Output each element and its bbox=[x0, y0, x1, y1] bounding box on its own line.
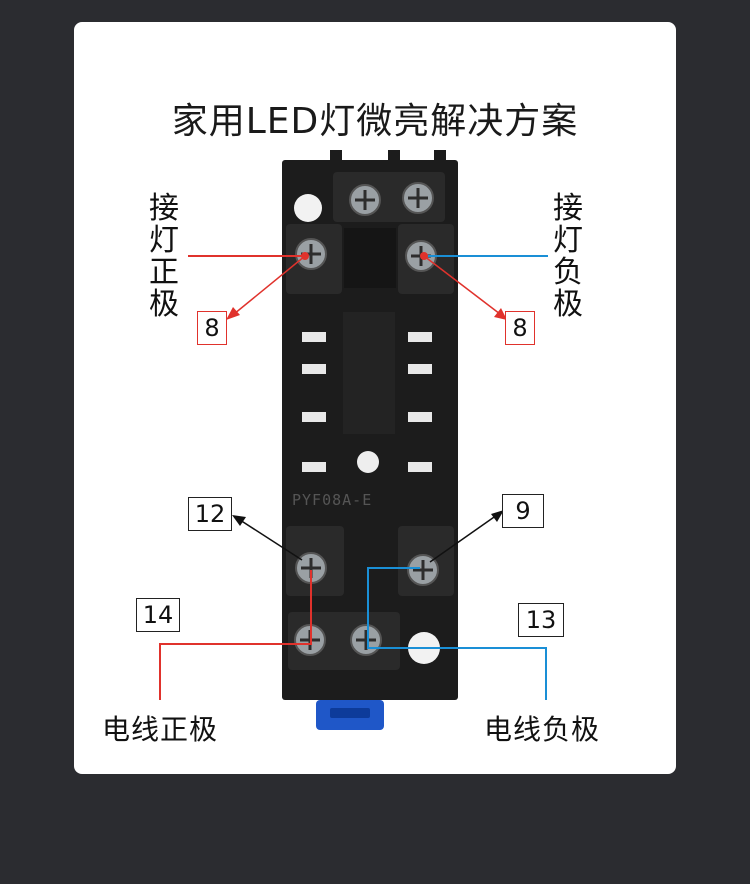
lamp-negative-label: 接灯负极 bbox=[553, 191, 583, 322]
wire-negative-line bbox=[367, 567, 547, 700]
terminal-label-8-right: 8 bbox=[505, 311, 535, 345]
lamp-positive-label: 接灯正极 bbox=[149, 191, 179, 322]
wire-negative-label: 电线负极 bbox=[484, 713, 601, 746]
lamp-negative-connector bbox=[420, 252, 548, 320]
terminal-12-pointer bbox=[232, 515, 303, 561]
terminal-label-9: 9 bbox=[502, 494, 544, 528]
wire-positive-line bbox=[159, 570, 312, 700]
terminal-label-12: 12 bbox=[188, 497, 232, 531]
terminal-label-8-left: 8 bbox=[197, 311, 227, 345]
terminal-label-13: 13 bbox=[518, 603, 564, 637]
page-title: 家用LED灯微亮解决方案 bbox=[171, 101, 579, 142]
terminal-9-pointer bbox=[429, 510, 504, 563]
terminal-label-14: 14 bbox=[136, 598, 180, 632]
relay-socket bbox=[282, 150, 458, 730]
wire-positive-label: 电线正极 bbox=[102, 713, 219, 746]
socket-marking: PYF08A-E bbox=[292, 491, 372, 509]
lamp-positive-connector bbox=[188, 252, 309, 320]
